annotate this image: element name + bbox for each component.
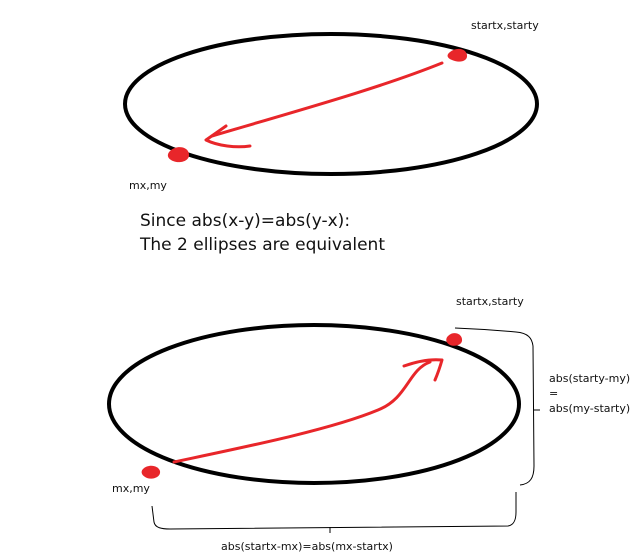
explanation-line-2: The 2 ellipses are equivalent: [140, 235, 385, 255]
bottom-arrow-head: [402, 358, 444, 382]
bottom-start-point: [446, 333, 463, 346]
horizontal-measure-label: abs(startx-mx)=abs(mx-startx): [221, 540, 393, 553]
top-arrow-shaft: [210, 61, 444, 138]
horizontal-bracket: [151, 492, 517, 530]
bottom-ellipse: [107, 323, 521, 485]
vertical-measure-line-3: abs(my-starty): [549, 402, 631, 415]
bottom-arrow-shaft: [172, 360, 432, 464]
bottom-start-label: startx,starty: [456, 295, 524, 308]
explanation-line-1: Since abs(x-y)=abs(y-x):: [140, 211, 351, 231]
top-ellipse: [123, 32, 539, 176]
bottom-mouse-point: [141, 465, 161, 479]
vertical-measure-line-1: abs(starty-my): [549, 372, 631, 385]
top-mouse-label: mx,my: [129, 179, 167, 192]
vertical-measure-line-2: =: [549, 387, 559, 400]
top-start-point: [447, 48, 468, 62]
top-start-label: startx,starty: [471, 19, 539, 32]
top-arrow-head: [204, 124, 252, 149]
vertical-bracket: [454, 327, 535, 486]
bottom-mouse-label: mx,my: [112, 482, 150, 495]
top-mouse-point: [167, 147, 190, 163]
